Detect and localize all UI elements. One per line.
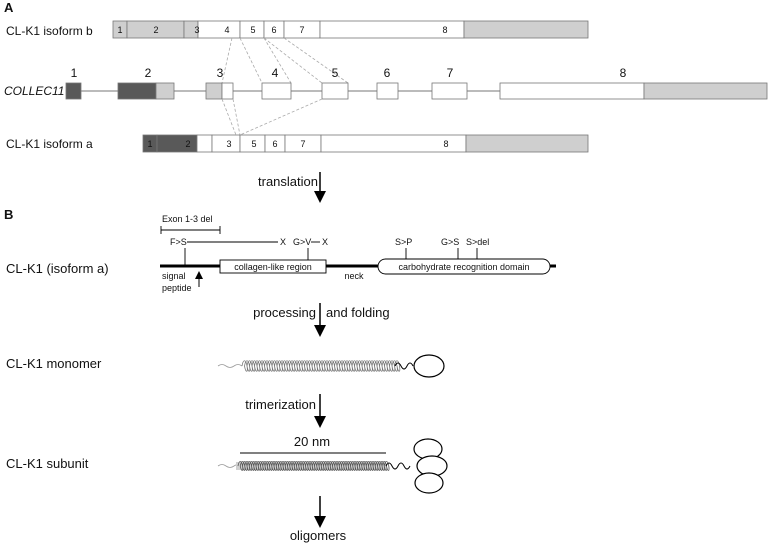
subunit-helix — [237, 461, 390, 471]
mutation-x1: X — [280, 237, 286, 247]
gene-exon-7 — [431, 82, 468, 100]
oligomers-label: oligomers — [290, 528, 347, 543]
gene-exons — [65, 82, 768, 100]
mutation-sdel: S>del — [466, 237, 489, 247]
neck-label: neck — [344, 271, 364, 281]
isoform-b-exon-3-4 — [197, 20, 241, 39]
isoform-a-exon-label: 6 — [272, 139, 277, 149]
isoform-a-exon-8-utr — [465, 134, 589, 153]
gene-exon-number: 5 — [332, 66, 339, 80]
panel-a-label: A — [4, 0, 14, 15]
isoform-a-exon-2 — [156, 134, 198, 153]
protein-label: CL-K1 (isoform a) — [6, 261, 109, 276]
subunit-label: CL-K1 subunit — [6, 456, 89, 471]
isoform-a-exon-label: 1 — [147, 139, 152, 149]
gene-exon-4 — [261, 82, 292, 100]
gene-exon-2-utr — [155, 82, 175, 100]
gene-exon-2-coding — [117, 82, 157, 100]
crd-label: carbohydrate recognition domain — [398, 262, 529, 272]
exon-del-label: Exon 1-3 del — [162, 214, 213, 224]
isoform-a-transcript — [142, 134, 589, 153]
gene-exon-5 — [321, 82, 349, 100]
collagen-domain-box — [219, 259, 327, 274]
trimerization-label: trimerization — [245, 397, 316, 412]
subunit-neck — [385, 462, 411, 470]
isoform-a-exon-label: 3 — [226, 139, 231, 149]
isoform-b-label: CL-K1 isoform b — [6, 24, 93, 38]
crd-box — [377, 258, 551, 275]
isoform-a-exon-3a — [196, 134, 213, 153]
gene-exon-number: 2 — [145, 66, 152, 80]
collagen-label: collagen-like region — [234, 262, 312, 272]
isoform-a-label: CL-K1 isoform a — [6, 137, 93, 151]
isoform-b-exon-label: 2 — [153, 25, 158, 35]
isoform-b-exon-label: 3 — [194, 25, 199, 35]
gene-exon-number: 4 — [272, 66, 279, 80]
subunit-crd-bottom — [414, 472, 444, 494]
monomer-crd — [413, 354, 445, 378]
exon-del-bracket — [160, 226, 221, 234]
mutation-gs: G>S — [441, 237, 459, 247]
scale-label: 20 nm — [294, 434, 330, 449]
splice-lines-bottom — [221, 98, 323, 136]
gene-exon-1 — [65, 82, 82, 100]
isoform-b-exon-label: 8 — [442, 25, 447, 35]
monomer-tail — [217, 364, 243, 368]
monomer-helix — [241, 360, 401, 372]
gene-label: COLLEC11 — [4, 84, 64, 98]
signal-label: signal — [162, 271, 186, 281]
gene-exon-number: 3 — [217, 66, 224, 80]
isoform-a-exon-label: 5 — [251, 139, 256, 149]
mutation-ticks — [184, 241, 478, 266]
mutation-fs: F>S — [170, 237, 187, 247]
isoform-a-exon-label: 2 — [185, 139, 190, 149]
isoform-b-exon-label: 4 — [224, 25, 229, 35]
isoform-a-exon-label: 8 — [443, 139, 448, 149]
gene-exon-6 — [376, 82, 399, 100]
isoform-b-exon-label: 1 — [117, 25, 122, 35]
peptide-label: peptide — [162, 283, 192, 293]
mutation-sp: S>P — [395, 237, 412, 247]
subunit-helix-fill — [236, 462, 386, 470]
gene-exon-number: 8 — [620, 66, 627, 80]
gene-exon-3-coding — [221, 82, 234, 100]
mutation-x2: X — [322, 237, 328, 247]
isoform-b-exon-label: 5 — [250, 25, 255, 35]
monomer-label: CL-K1 monomer — [6, 356, 102, 371]
panel-b-label: B — [4, 207, 13, 222]
gene-exon-number: 1 — [71, 66, 78, 80]
translation-label: translation — [258, 174, 318, 189]
isoform-b-transcript — [112, 20, 589, 39]
isoform-a-exon-label: 7 — [300, 139, 305, 149]
gene-exon-8-coding — [499, 82, 645, 100]
mutation-gv: G>V — [293, 237, 311, 247]
isoform-b-exon-label: 6 — [271, 25, 276, 35]
gene-exon-8-utr — [643, 82, 768, 100]
isoform-b-exon-8-utr — [463, 20, 589, 39]
gene-exon-number: 7 — [447, 66, 454, 80]
isoform-b-exon-label: 7 — [299, 25, 304, 35]
gene-exon-3-utr — [205, 82, 223, 100]
gene-exon-number: 6 — [384, 66, 391, 80]
splice-lines-top — [221, 37, 349, 84]
and-folding-label: and folding — [326, 305, 390, 320]
processing-label: processing — [253, 305, 316, 320]
monomer-neck — [394, 362, 414, 370]
